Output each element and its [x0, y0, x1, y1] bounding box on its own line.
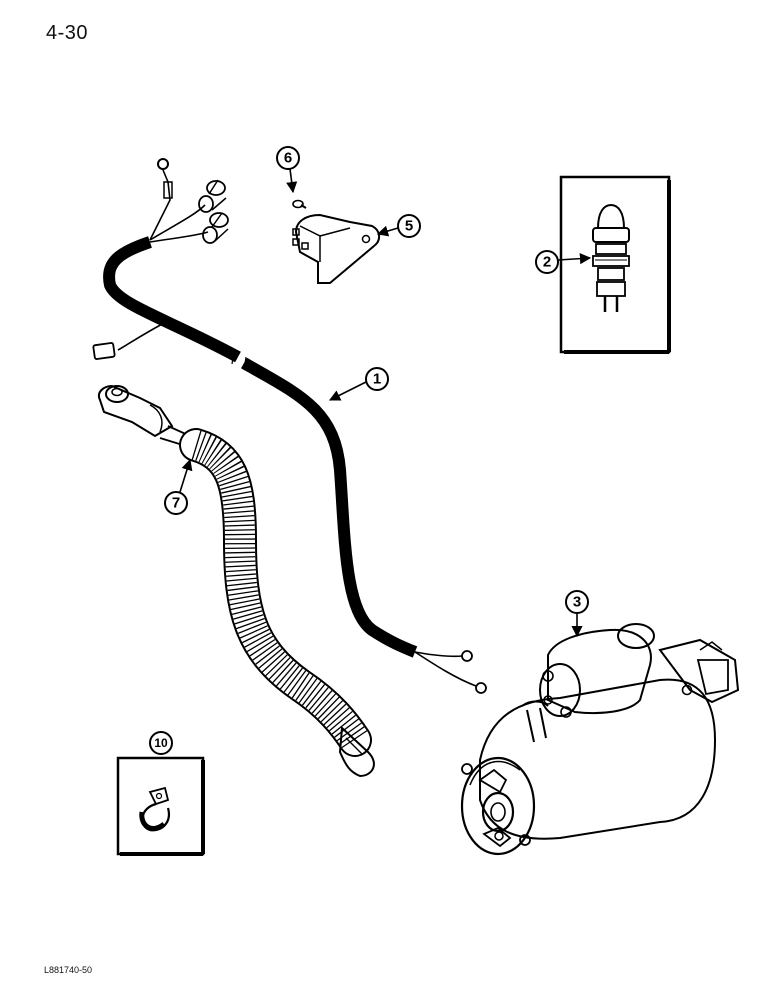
wiring-harness: [92, 158, 487, 694]
page-number: 4-30: [46, 22, 89, 44]
leader-2: [557, 253, 592, 265]
callout-2: 2: [535, 250, 559, 274]
callout-5-label: 5: [405, 218, 413, 235]
harness-connector-upper: [198, 179, 227, 213]
callout-7-label: 7: [172, 495, 180, 512]
callout-6: 6: [276, 146, 300, 170]
callout-10: 10: [149, 731, 173, 755]
clip-inset: [116, 756, 205, 856]
push-button-switch: [592, 203, 630, 312]
screw: [292, 199, 307, 209]
callout-7: 7: [164, 491, 188, 515]
leader-6: [286, 168, 298, 194]
callout-6-label: 6: [284, 150, 292, 167]
cable-clip: [139, 786, 170, 832]
callout-3: 3: [565, 590, 589, 614]
callout-1: 1: [365, 367, 389, 391]
starter-motor: [460, 623, 740, 856]
callout-10-label: 10: [154, 736, 168, 750]
leader-1: [328, 381, 367, 401]
callout-2-label: 2: [543, 254, 551, 271]
battery-cable: [98, 384, 375, 778]
harness-connector-lower: [202, 212, 229, 244]
relay: [292, 213, 380, 284]
callout-3-label: 3: [573, 594, 581, 611]
callout-5: 5: [397, 214, 421, 238]
leader-7: [179, 458, 193, 493]
figure-code: L881740-50: [44, 965, 93, 975]
callout-1-label: 1: [373, 371, 381, 388]
button-switch-inset: [559, 175, 671, 354]
leader-5: [376, 225, 399, 237]
